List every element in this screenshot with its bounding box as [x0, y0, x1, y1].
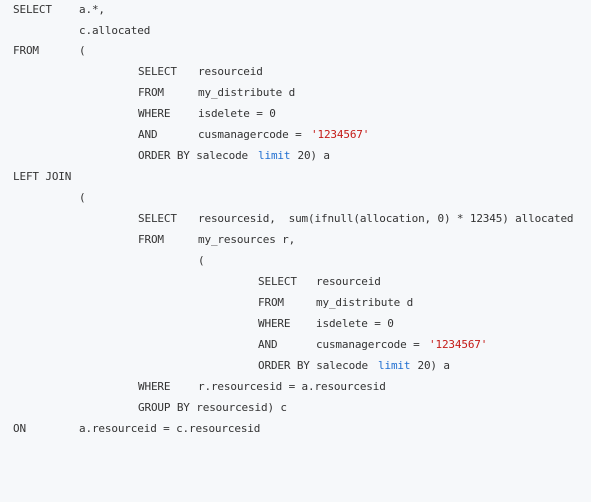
code-line: c.allocated [0, 20, 150, 41]
code-line: SELECT resourcesid, sum(ifnull(allocatio… [0, 208, 574, 229]
code-token: WHERE [258, 317, 291, 330]
code-token: ORDER BY salecode [258, 359, 375, 372]
code-line: FROM my_resources r, [0, 229, 295, 250]
code-line: SELECT resourceid [0, 271, 381, 292]
code-token: resourceid [316, 275, 381, 288]
code-line: SELECT resourceid [0, 61, 263, 82]
code-line: ( [0, 250, 205, 271]
code-token: isdelete = 0 [316, 317, 394, 330]
code-string-literal: '1234567' [311, 128, 370, 141]
code-token: FROM [13, 44, 39, 57]
code-token: SELECT [138, 212, 177, 225]
code-token: r.resourcesid = a.resourcesid [198, 380, 386, 393]
code-token: c.allocated [79, 24, 151, 37]
code-token: cusmanagercode = [316, 338, 427, 351]
code-token: my_distribute d [316, 296, 414, 309]
code-token: a.resourceid = c.resourcesid [79, 422, 261, 435]
code-token: resourcesid, sum(ifnull(allocation, 0) *… [198, 212, 574, 225]
code-line: ORDER BY salecode limit 20) a [0, 145, 330, 166]
code-token: AND [138, 128, 158, 141]
code-line: ON a.resourceid = c.resourcesid [0, 418, 260, 439]
code-token: FROM [138, 233, 164, 246]
code-token: GROUP BY resourcesid) c [138, 401, 287, 414]
code-token: SELECT [138, 65, 177, 78]
code-token: cusmanagercode = [198, 128, 309, 141]
code-token: 20) a [411, 359, 450, 372]
code-keyword: limit [378, 359, 411, 372]
code-token: SELECT [258, 275, 297, 288]
code-line: LEFT JOIN [0, 166, 71, 187]
code-token: a.*, [79, 3, 105, 16]
sql-code-block: SELECT a.*, c.allocated FROM ( SELECT re… [0, 0, 574, 439]
code-keyword: limit [258, 149, 291, 162]
code-token: ( [79, 44, 86, 57]
code-token: ( [79, 191, 86, 204]
code-line: WHERE r.resourcesid = a.resourcesid [0, 376, 386, 397]
code-token: ON [13, 422, 26, 435]
code-token: ORDER BY salecode [138, 149, 255, 162]
code-token: FROM [138, 86, 164, 99]
code-line: FROM my_distribute d [0, 292, 413, 313]
code-line: AND cusmanagercode = '1234567' [0, 334, 487, 355]
code-line: FROM ( [0, 40, 86, 61]
code-line: ( [0, 187, 86, 208]
code-token: my_resources r, [198, 233, 296, 246]
code-line: GROUP BY resourcesid) c [0, 397, 287, 418]
code-line: SELECT a.*, [0, 0, 105, 20]
code-token: isdelete = 0 [198, 107, 276, 120]
code-line: WHERE isdelete = 0 [0, 313, 394, 334]
code-token: WHERE [138, 107, 171, 120]
code-token: WHERE [138, 380, 171, 393]
code-token: FROM [258, 296, 284, 309]
code-line: FROM my_distribute d [0, 82, 295, 103]
code-token: my_distribute d [198, 86, 296, 99]
code-line: ORDER BY salecode limit 20) a [0, 355, 450, 376]
code-token: LEFT JOIN [13, 170, 72, 183]
code-line: WHERE isdelete = 0 [0, 103, 276, 124]
code-token: SELECT [13, 3, 52, 16]
code-token: ( [198, 254, 205, 267]
code-line: AND cusmanagercode = '1234567' [0, 124, 369, 145]
code-token: resourceid [198, 65, 263, 78]
code-string-literal: '1234567' [429, 338, 488, 351]
code-token: AND [258, 338, 278, 351]
code-token: 20) a [291, 149, 330, 162]
